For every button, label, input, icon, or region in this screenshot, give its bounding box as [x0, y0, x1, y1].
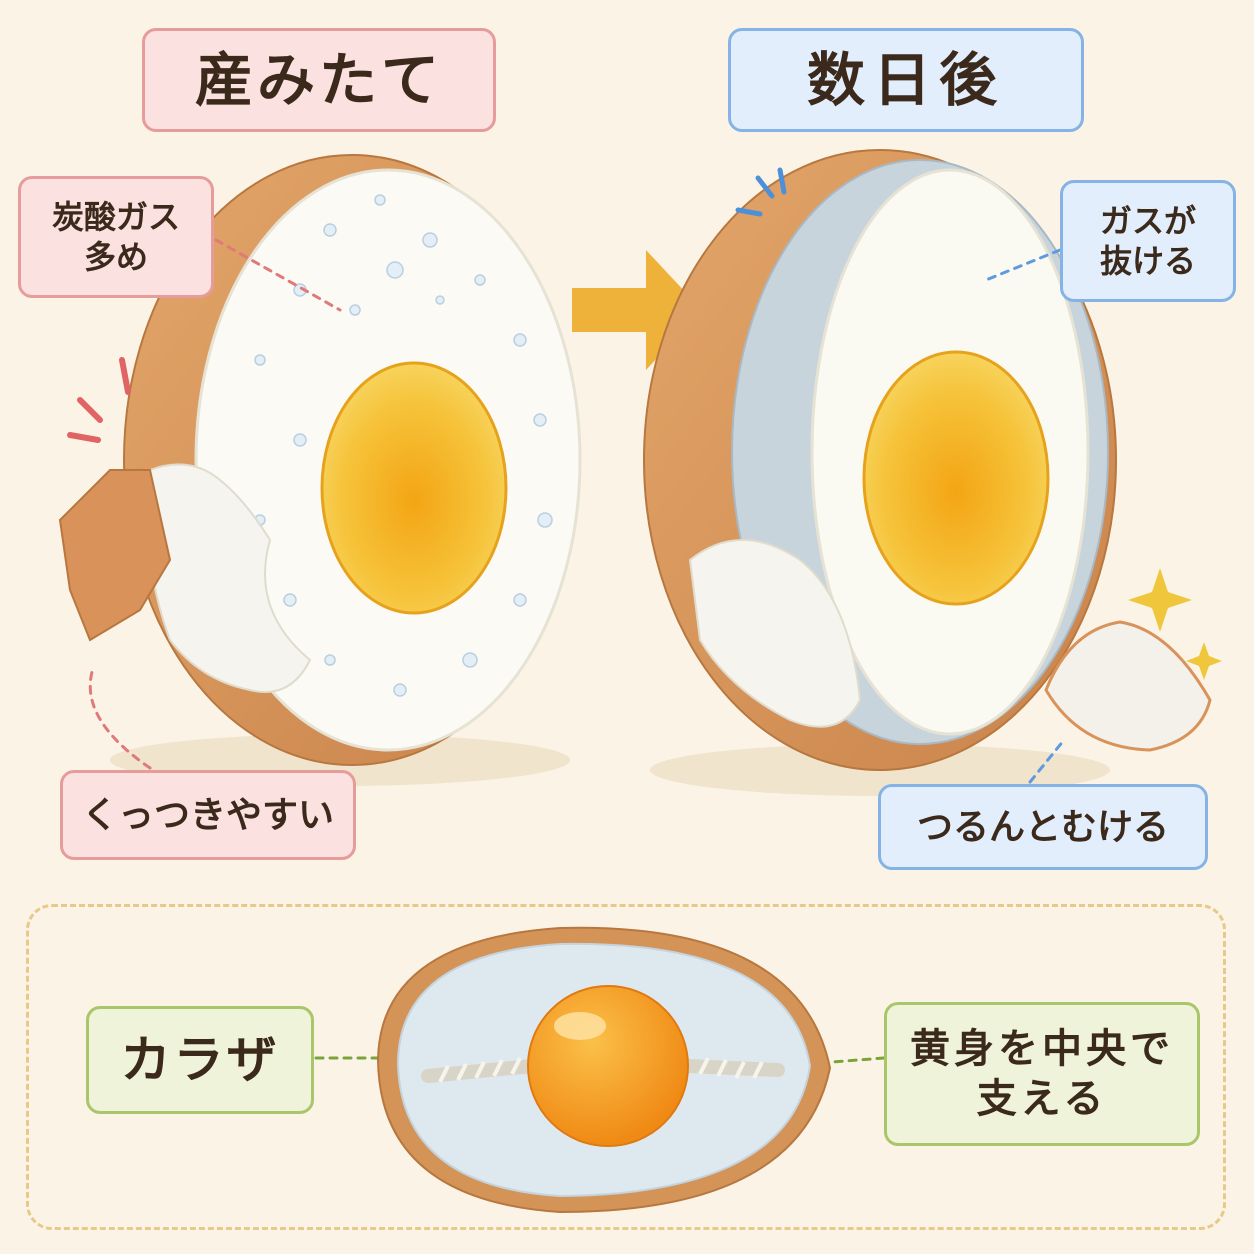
cross-section-egg	[376, 926, 832, 1214]
stuck-white	[146, 463, 312, 693]
yolk-highlight	[554, 1012, 606, 1040]
emphasis-lines-icon	[735, 167, 787, 217]
leader-peel	[1028, 738, 1066, 784]
label-fresh-gas: 炭酸ガス 多め	[18, 176, 214, 298]
fresh-egg	[58, 154, 582, 766]
title-later: 数日後	[728, 28, 1084, 132]
aged-egg	[643, 149, 1222, 771]
leader-gasout	[984, 248, 1062, 282]
label-later-gas: ガスが 抜ける	[1060, 180, 1236, 302]
label-later-peel: つるんとむける	[878, 784, 1208, 870]
label-fresh-sticky: くっつきやすい	[60, 770, 356, 860]
leader-stick	[88, 670, 152, 770]
shell-fragment	[58, 469, 172, 642]
gas-bubbles	[254, 194, 553, 697]
label-chalaza: カラザ	[86, 1006, 314, 1114]
sparkle-icon	[1128, 568, 1192, 632]
shell-piece	[1044, 620, 1212, 752]
yolk	[527, 985, 689, 1147]
sparkle-icon	[1186, 642, 1222, 680]
leader-gas	[214, 238, 342, 312]
chalaza-twist	[438, 1057, 764, 1083]
peeled-white	[688, 539, 862, 728]
yolk	[862, 350, 1050, 606]
yolk	[320, 361, 508, 615]
title-fresh: 産みたて	[142, 28, 496, 132]
emphasis-lines-icon	[67, 357, 131, 443]
label-chalaza-desc: 黄身を中央で 支える	[884, 1002, 1200, 1146]
chalaza-panel	[26, 904, 1226, 1230]
